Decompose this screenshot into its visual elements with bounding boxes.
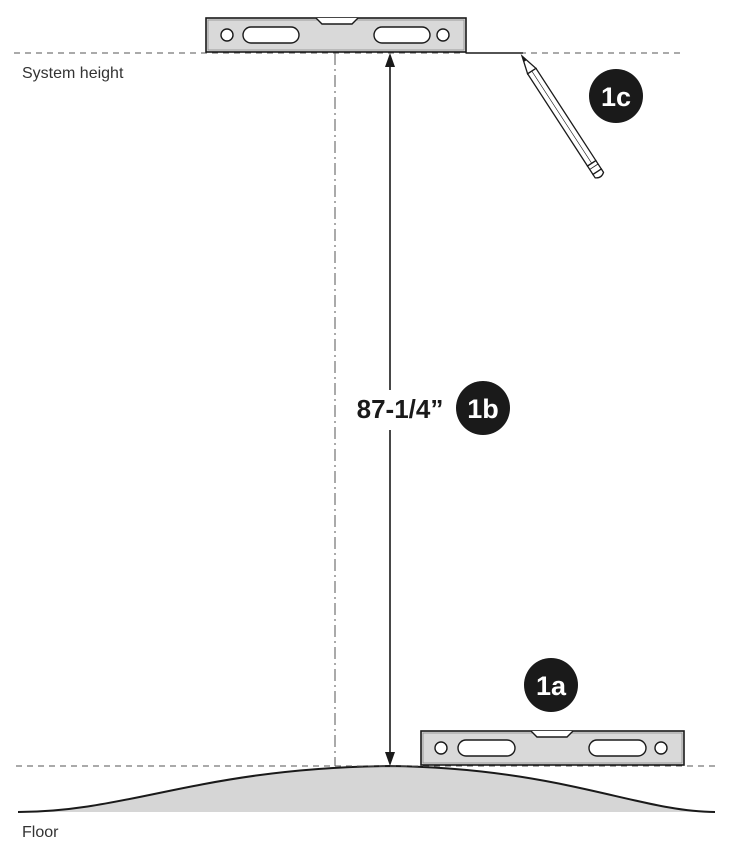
dimension-label: 87-1/4” [357, 394, 444, 424]
dimension-mask [354, 390, 454, 430]
spirit-level-icon [420, 730, 685, 766]
floor-label: Floor [22, 824, 59, 841]
dimension-arrow-up-icon [385, 53, 395, 67]
step-1a-label: 1a [536, 671, 567, 701]
step-1b-label: 1b [467, 394, 499, 424]
pencil-icon [520, 53, 605, 179]
dimension-arrow-down-icon [385, 752, 395, 766]
floor-line [17, 764, 716, 813]
spirit-level-icon [205, 17, 467, 53]
system-height-label: System height [22, 65, 124, 82]
step-1c-label: 1c [601, 82, 631, 112]
step-badge-1a: 1a [524, 658, 578, 712]
step-badge-1b: 1b [456, 381, 510, 435]
step-badge-1c: 1c [589, 69, 643, 123]
floor-hump [18, 766, 715, 812]
